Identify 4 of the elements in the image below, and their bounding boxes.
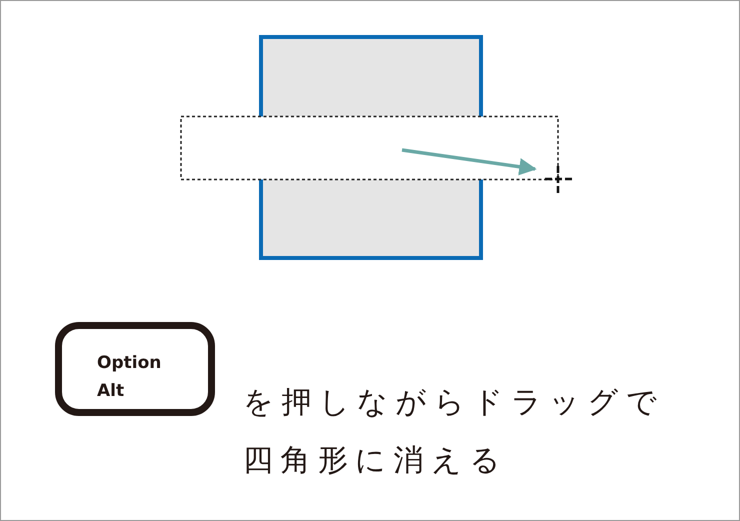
key-label: Option Alt bbox=[97, 352, 162, 403]
instruction-text: を押しながらドラッグで四角形に消える bbox=[243, 384, 666, 480]
key-cap bbox=[55, 322, 215, 416]
selection-marquee bbox=[180, 116, 559, 180]
